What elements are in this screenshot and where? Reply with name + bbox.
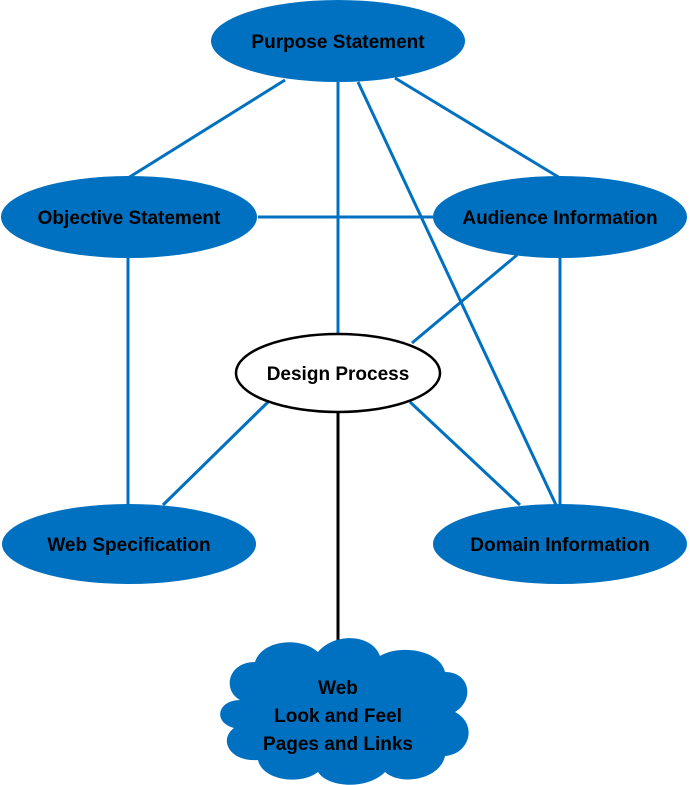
- node-domain-information: Domain Information: [433, 504, 687, 584]
- node-design-label: Design Process: [267, 364, 410, 385]
- node-domain-label: Domain Information: [470, 535, 649, 556]
- cloud-label-line1: Web: [318, 678, 358, 699]
- node-domain-shape: [433, 504, 687, 584]
- connector-purpose-audience: [394, 76, 561, 180]
- node-webspec-shape: [2, 504, 256, 584]
- node-design-shape: [234, 332, 442, 414]
- cloud-shape: [220, 638, 469, 785]
- node-audience-information: Audience Information: [433, 176, 687, 258]
- connectors: [126, 76, 562, 507]
- node-objective-statement: Objective Statement: [1, 176, 257, 258]
- node-web-specification: Web Specification: [2, 504, 256, 584]
- node-audience-label: Audience Information: [462, 208, 657, 229]
- node-objective-shape: [1, 176, 257, 258]
- cloud-label-line3: Pages and Links: [263, 734, 413, 755]
- node-objective-label: Objective Statement: [38, 208, 221, 229]
- node-purpose-label: Purpose Statement: [251, 32, 425, 53]
- node-webspec-label: Web Specification: [47, 535, 210, 556]
- cloud-label-line2: Look and Feel: [274, 706, 402, 727]
- connector-purpose-objective: [127, 78, 286, 180]
- node-purpose-shape: [211, 0, 465, 82]
- connector-audience-design: [411, 253, 518, 345]
- connector-design-domain: [408, 400, 522, 507]
- node-design-process: Design Process: [234, 332, 442, 414]
- connector-purpose-domain: [356, 81, 558, 506]
- node-audience-shape: [433, 176, 687, 258]
- node-purpose-statement: Purpose Statement: [211, 0, 465, 82]
- node-web-cloud: Web Look and Feel Pages and Links: [220, 638, 469, 785]
- connector-design-webspec: [161, 400, 270, 507]
